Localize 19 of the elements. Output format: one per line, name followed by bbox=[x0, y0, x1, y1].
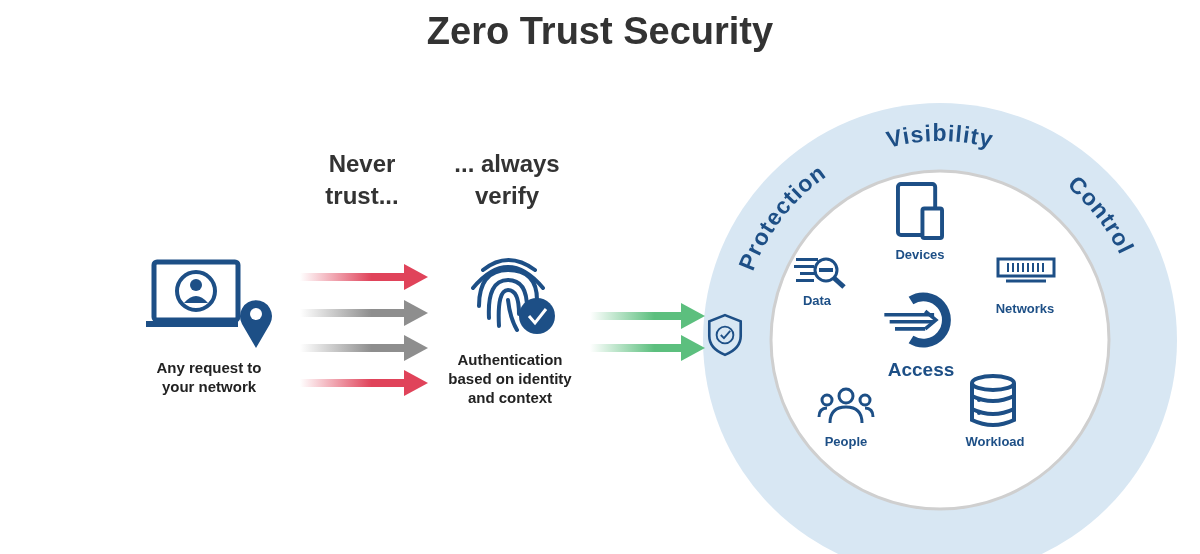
arrow bbox=[590, 335, 705, 361]
shield-icon bbox=[707, 313, 743, 357]
arrow bbox=[590, 303, 705, 329]
arrow bbox=[300, 264, 428, 290]
heading-text: Never trust... bbox=[324, 149, 400, 212]
caption-text: Any request to your network bbox=[155, 358, 263, 396]
heading-text: ... always verify bbox=[453, 149, 561, 212]
title: Zero Trust Security bbox=[425, 10, 775, 53]
category-label: Workload bbox=[964, 433, 1026, 451]
category-label: Data bbox=[801, 292, 833, 310]
arrow bbox=[300, 335, 428, 361]
category-label: Devices bbox=[894, 246, 946, 264]
category-label: Networks bbox=[994, 300, 1056, 318]
ring-label: Visibility bbox=[883, 120, 997, 153]
arrow bbox=[300, 300, 428, 326]
center-label: Access bbox=[886, 358, 956, 382]
category-label: People bbox=[823, 433, 869, 451]
caption-text: Authentication based on identity and context bbox=[447, 350, 573, 407]
arrow bbox=[300, 370, 428, 396]
